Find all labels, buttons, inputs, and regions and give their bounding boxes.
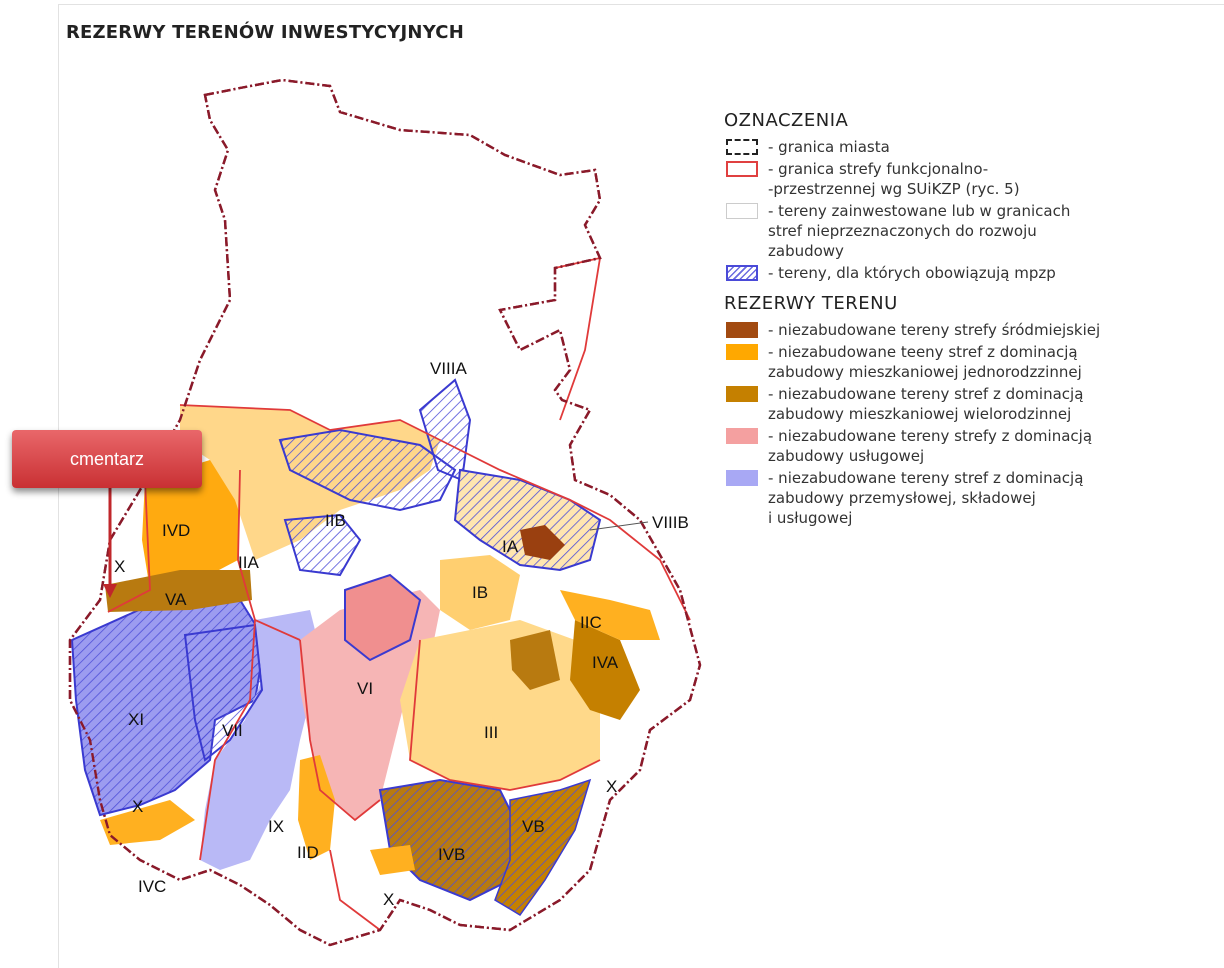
- legend-text: - granica miasta: [768, 138, 890, 156]
- callout-arrow-head: [103, 584, 117, 598]
- mpzp-hatch-swatch: [726, 265, 758, 281]
- city-boundary-overlay: [68, 78, 702, 947]
- label-viiib: VIIIB: [652, 513, 689, 532]
- viiib-leader-line: [589, 521, 649, 531]
- zone-vii: [200, 610, 320, 870]
- legend-item-developed: - tereny zainwestowane lub w granicach s…: [724, 201, 1224, 261]
- legend-item-city-boundary: - granica miasta: [724, 137, 1224, 157]
- zone-boundaries: [107, 256, 691, 931]
- legend-text: -przestrzennej wg SUiKZP (ryc. 5): [768, 180, 1020, 198]
- label-vb: VB: [522, 817, 545, 836]
- legend-item-mpzp: - tereny, dla których obowiązują mpzp: [724, 263, 1224, 283]
- legend-item-single-family: - niezabudowane teeny stref z dominacją …: [724, 342, 1224, 382]
- label-iva: IVA: [592, 653, 619, 672]
- legend-heading-markings: OZNACZENIA: [724, 110, 849, 131]
- label-va: VA: [165, 590, 187, 609]
- zone-boundary-swatch: [726, 161, 758, 177]
- label-ivc: IVC: [138, 877, 166, 896]
- label-vi: VI: [357, 679, 373, 698]
- legend-item-multi-family: - niezabudowane tereny stref z dominacją…: [724, 384, 1224, 424]
- legend-text: stref nieprzeznaczonych do rozwoju: [768, 222, 1037, 240]
- legend-item-downtown: - niezabudowane tereny strefy śródmiejsk…: [724, 320, 1224, 340]
- cemetery-callout: cmentarz: [12, 430, 202, 488]
- map-legend: OZNACZENIA - granica miasta - granica st…: [724, 110, 1224, 530]
- multi-family-swatch: [726, 386, 758, 402]
- label-ix: IX: [268, 817, 284, 836]
- map-title: REZERWY TERENÓW INWESTYCYJNYCH: [66, 22, 464, 43]
- label-x-southwest: X: [132, 797, 143, 816]
- label-vii: VII: [222, 721, 243, 740]
- legend-text: - niezabudowane tereny stref z dominacją: [768, 385, 1084, 403]
- label-iii: III: [484, 723, 498, 742]
- legend-text: - granica strefy funkcjonalno-: [768, 160, 989, 178]
- label-ivb: IVB: [438, 845, 465, 864]
- legend-text: - tereny zainwestowane lub w granicach: [768, 202, 1071, 220]
- legend-text: - niezabudowane tereny stref z dominacją: [768, 469, 1084, 487]
- zone-iib-hatch: [283, 513, 362, 577]
- zone-south-orange: [370, 845, 415, 875]
- label-x-south: X: [383, 890, 394, 909]
- legend-text: - niezabudowane tereny strefy z dominacj…: [768, 427, 1093, 445]
- services-swatch: [726, 428, 758, 444]
- legend-text: zabudowy mieszkaniowej jednorodzzinnej: [768, 363, 1082, 381]
- legend-text: - niezabudowane tereny strefy śródmiejsk…: [768, 321, 1101, 339]
- label-iic: IIC: [580, 613, 602, 632]
- legend-heading-reserves: REZERWY TERENU: [724, 293, 898, 314]
- label-viiia: VIIIA: [430, 359, 468, 378]
- zone-vb-hatch: [494, 778, 592, 916]
- legend-text: zabudowy: [768, 242, 844, 260]
- label-ivd: IVD: [162, 521, 190, 540]
- legend-text: zabudowy usługowej: [768, 447, 925, 465]
- legend-item-industrial: - niezabudowane tereny stref z dominacją…: [724, 468, 1224, 528]
- zone-va: [105, 570, 252, 612]
- label-x-west: X: [114, 557, 125, 576]
- label-xi: XI: [128, 710, 144, 729]
- label-ib: IB: [472, 583, 488, 602]
- zone-ivd: [142, 460, 240, 590]
- zone-iii: [400, 620, 600, 790]
- zone-viiia-hatch: [418, 378, 472, 482]
- zone-ia-core: [520, 525, 565, 560]
- industrial-swatch: [726, 470, 758, 486]
- zone-iid: [298, 755, 335, 860]
- label-ia: IA: [502, 537, 519, 556]
- zone-vi-core: [344, 573, 422, 662]
- city-boundary-swatch: [726, 139, 758, 155]
- label-x-east: X: [606, 777, 617, 796]
- zone-ivc: [100, 800, 195, 845]
- zone-vi: [300, 590, 440, 820]
- zone-iva: [570, 620, 640, 720]
- legend-item-services: - niezabudowane tereny strefy z dominacj…: [724, 426, 1224, 466]
- label-iib: IIB: [325, 511, 346, 530]
- zone-ochre-east: [510, 630, 560, 690]
- label-iia: IIA: [238, 553, 259, 572]
- legend-text: - tereny, dla których obowiązują mpzp: [768, 264, 1056, 282]
- label-iid: IID: [297, 843, 319, 862]
- legend-item-zone-boundary: - granica strefy funkcjonalno- -przestrz…: [724, 159, 1224, 199]
- legend-text: zabudowy przemysłowej, składowej: [768, 489, 1036, 507]
- downtown-swatch: [726, 322, 758, 338]
- developed-area-swatch: [726, 203, 758, 219]
- zone-north-hatch: [278, 428, 457, 512]
- single-family-swatch: [726, 344, 758, 360]
- legend-text: i usługowej: [768, 509, 853, 527]
- zone-iic: [560, 590, 660, 640]
- zone-ib: [440, 555, 520, 630]
- legend-text: zabudowy mieszkaniowej wielorodzinnej: [768, 405, 1072, 423]
- legend-text: - niezabudowane teeny stref z dominacją: [768, 343, 1078, 361]
